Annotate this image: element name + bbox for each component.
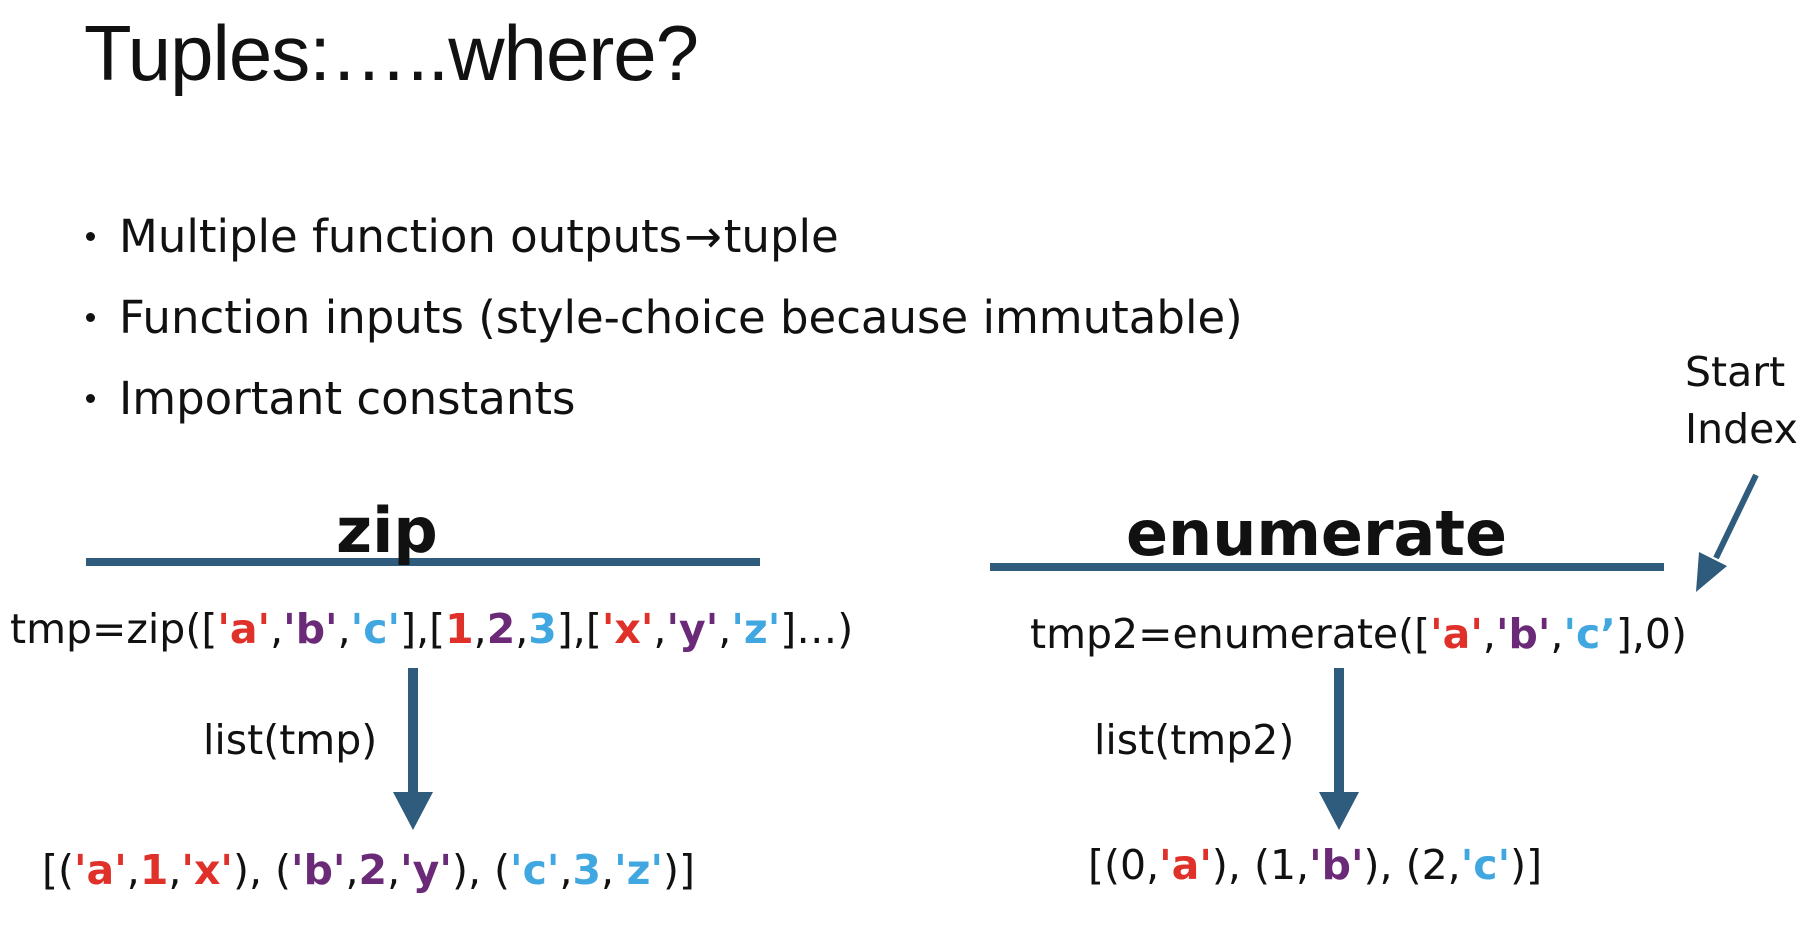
code-token: tmp2=enumerate([ <box>1030 610 1431 658</box>
code-token: , <box>473 605 487 653</box>
code-token: , <box>387 846 401 894</box>
code-token: , <box>515 605 529 653</box>
zip-list-call-label: list(tmp) <box>203 716 378 764</box>
code-token: 'b' <box>1309 841 1364 889</box>
code-token: 'a' <box>74 846 127 894</box>
code-token: ), (2, <box>1363 841 1461 889</box>
code-token: ), ( <box>232 846 292 894</box>
code-token: ],[ <box>556 605 602 653</box>
bullet-text-suffix: tuple <box>723 210 839 263</box>
code-token: 'c' <box>350 605 401 653</box>
code-token: )] <box>663 846 696 894</box>
code-token: 'z' <box>614 846 664 894</box>
code-token: 'z' <box>731 605 781 653</box>
bullet-item: Multiple function outputs → tuple <box>86 196 1243 277</box>
code-token: 'b' <box>291 846 346 894</box>
bullet-text: Function inputs (style-choice because im… <box>119 291 1243 344</box>
code-token: , <box>168 846 182 894</box>
code-token: , <box>1550 610 1564 658</box>
code-token: ), ( <box>451 846 511 894</box>
start-index-label-line1: Start <box>1685 348 1786 396</box>
code-token: 'b' <box>1495 610 1551 658</box>
enumerate-heading: enumerate <box>1126 497 1508 570</box>
code-token: 'c' <box>1460 841 1511 889</box>
code-token: 'y' <box>666 605 719 653</box>
bullet-dot <box>86 394 95 403</box>
slide-title: Tuples:…..where? <box>84 9 699 97</box>
code-token: , <box>270 605 284 653</box>
code-token: , <box>653 605 667 653</box>
bullet-item: Important constants <box>86 358 1243 439</box>
right-arrow-icon: → <box>684 210 722 263</box>
code-token: , <box>601 846 615 894</box>
code-token: 'b' <box>283 605 338 653</box>
code-token: 'c’ <box>1563 610 1616 658</box>
bullet-item: Function inputs (style-choice because im… <box>86 277 1243 358</box>
zip-underline <box>86 558 760 566</box>
zip-result-line: [('a',1,'x'), ('b',2,'y'), ('c',3,'z')] <box>42 850 695 891</box>
bullet-dot <box>86 232 95 241</box>
code-token: ],[ <box>400 605 446 653</box>
start-index-label-line2: Index <box>1685 405 1798 453</box>
code-token: 2 <box>358 846 388 894</box>
code-token: 3 <box>528 605 557 653</box>
bullet-text: Important constants <box>119 372 576 425</box>
code-token: 'a' <box>1159 841 1212 889</box>
code-token: , <box>126 846 140 894</box>
code-token: 1 <box>139 846 169 894</box>
code-token: tmp=zip([ <box>10 605 218 653</box>
code-token: [( <box>42 846 74 894</box>
code-token: , <box>345 846 359 894</box>
code-token: ), (1, <box>1211 841 1310 889</box>
code-token: 'c' <box>510 846 560 894</box>
code-token: , <box>337 605 351 653</box>
enumerate-down-arrow-icon <box>1319 668 1359 830</box>
code-token: 3 <box>572 846 602 894</box>
code-token: 'x' <box>181 846 233 894</box>
bullet-list: Multiple function outputs → tuple Functi… <box>86 196 1243 439</box>
zip-heading: zip <box>336 494 438 567</box>
code-token: [(0, <box>1088 841 1160 889</box>
code-token: 2 <box>486 605 516 653</box>
zip-down-arrow-icon <box>393 668 433 830</box>
code-token: ]…) <box>780 605 854 653</box>
zip-code-line: tmp=zip(['a','b','c'],[1,2,3],['x','y','… <box>10 609 853 650</box>
start-index-arrow-icon <box>1696 473 1759 592</box>
code-token: 'a' <box>217 605 271 653</box>
code-token: )] <box>1510 841 1543 889</box>
enumerate-code-line: tmp2=enumerate(['a','b','c’],0) <box>1030 614 1687 655</box>
enumerate-result-line: [(0,'a'), (1,'b'), (2,'c')] <box>1088 845 1542 886</box>
bullet-dot <box>86 313 95 322</box>
code-token: , <box>718 605 732 653</box>
code-token: , <box>1482 610 1496 658</box>
code-token: 'x' <box>601 605 654 653</box>
code-token: , <box>559 846 573 894</box>
code-token: 'a' <box>1430 610 1483 658</box>
enumerate-list-call-label: list(tmp2) <box>1094 716 1295 764</box>
bullet-text: Multiple function outputs <box>119 210 683 263</box>
enumerate-underline <box>990 563 1664 571</box>
code-token: ],0) <box>1615 610 1687 658</box>
code-token: 1 <box>445 605 474 653</box>
code-token: 'y' <box>400 846 452 894</box>
